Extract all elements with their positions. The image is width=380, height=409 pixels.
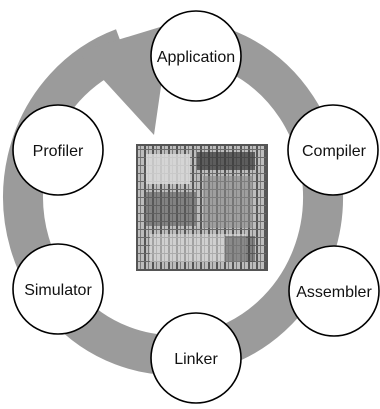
node-simulator: Simulator xyxy=(12,243,104,335)
node-label: Compiler xyxy=(302,143,367,160)
node-label: Profiler xyxy=(33,143,84,160)
node-compiler: Compiler xyxy=(287,104,379,196)
cycle-arrowhead xyxy=(78,24,170,135)
node-linker: Linker xyxy=(150,312,242,404)
chip-die-image xyxy=(136,144,268,271)
node-assembler: Assembler xyxy=(288,245,380,337)
node-label: Application xyxy=(157,49,235,66)
node-label: Linker xyxy=(174,351,218,368)
node-profiler: Profiler xyxy=(12,104,104,196)
node-label: Simulator xyxy=(24,282,92,299)
node-label: Assembler xyxy=(296,284,372,301)
node-application: Application xyxy=(150,10,242,102)
